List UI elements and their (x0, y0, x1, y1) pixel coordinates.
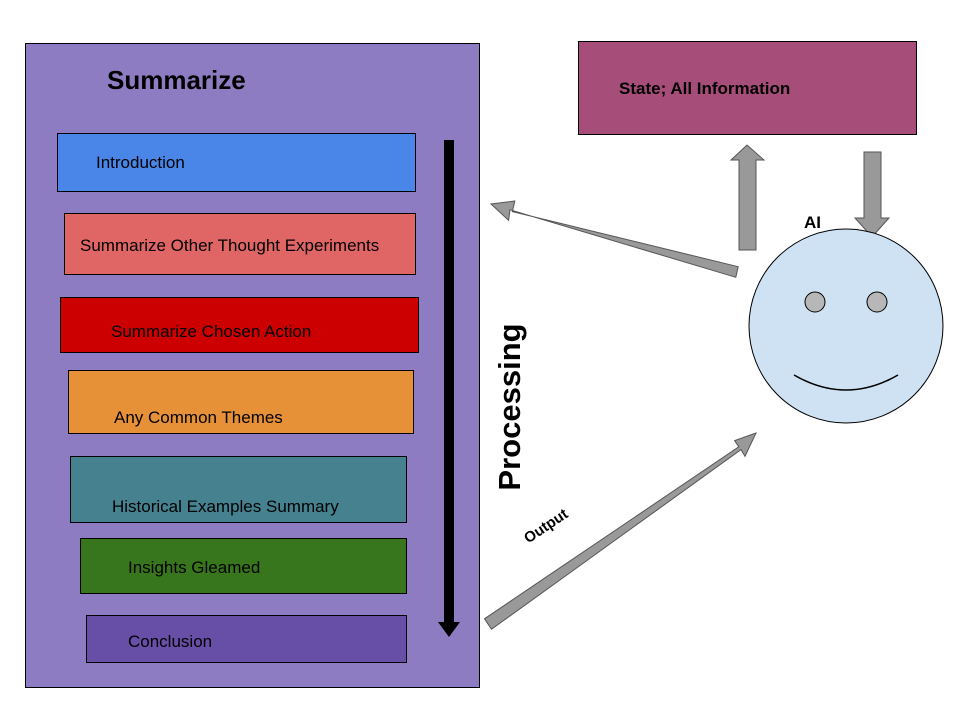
panel-title: Summarize (107, 65, 246, 95)
processing-label: Processing (492, 323, 527, 491)
processing-arrow (438, 140, 460, 637)
step-historical-examples-summary: Historical Examples Summary (70, 456, 407, 523)
step-label: Summarize Chosen Action (111, 322, 312, 341)
left-eye (804, 291, 826, 313)
ai-to-panel-arrow (489, 200, 739, 278)
step-label: Introduction (96, 153, 185, 172)
step-label: Insights Gleamed (128, 558, 261, 577)
state-box: State; All Information (578, 41, 917, 135)
step-summarize-other-thought-experiments: Summarize Other Thought Experiments (64, 213, 416, 275)
ai-to-state-arrow (729, 144, 766, 251)
step-label: Historical Examples Summary (112, 497, 339, 516)
state-to-ai-arrow (853, 151, 891, 238)
step-insights-gleamed: Insights Gleamed (80, 538, 407, 594)
ai-face-circle (748, 228, 944, 424)
step-label: Any Common Themes (114, 408, 283, 427)
state-label: State; All Information (619, 79, 791, 98)
step-any-common-themes: Any Common Themes (68, 370, 414, 434)
step-label: Summarize Other Thought Experiments (80, 236, 380, 255)
output-arrow (483, 432, 757, 630)
right-eye (866, 291, 888, 313)
smile (793, 374, 899, 391)
step-summarize-chosen-action: Summarize Chosen Action (60, 297, 419, 353)
step-introduction: Introduction (57, 133, 416, 192)
ai-face (748, 228, 944, 424)
step-conclusion: Conclusion (86, 615, 407, 663)
ai-label: AI (804, 213, 821, 232)
step-label: Conclusion (128, 632, 213, 651)
